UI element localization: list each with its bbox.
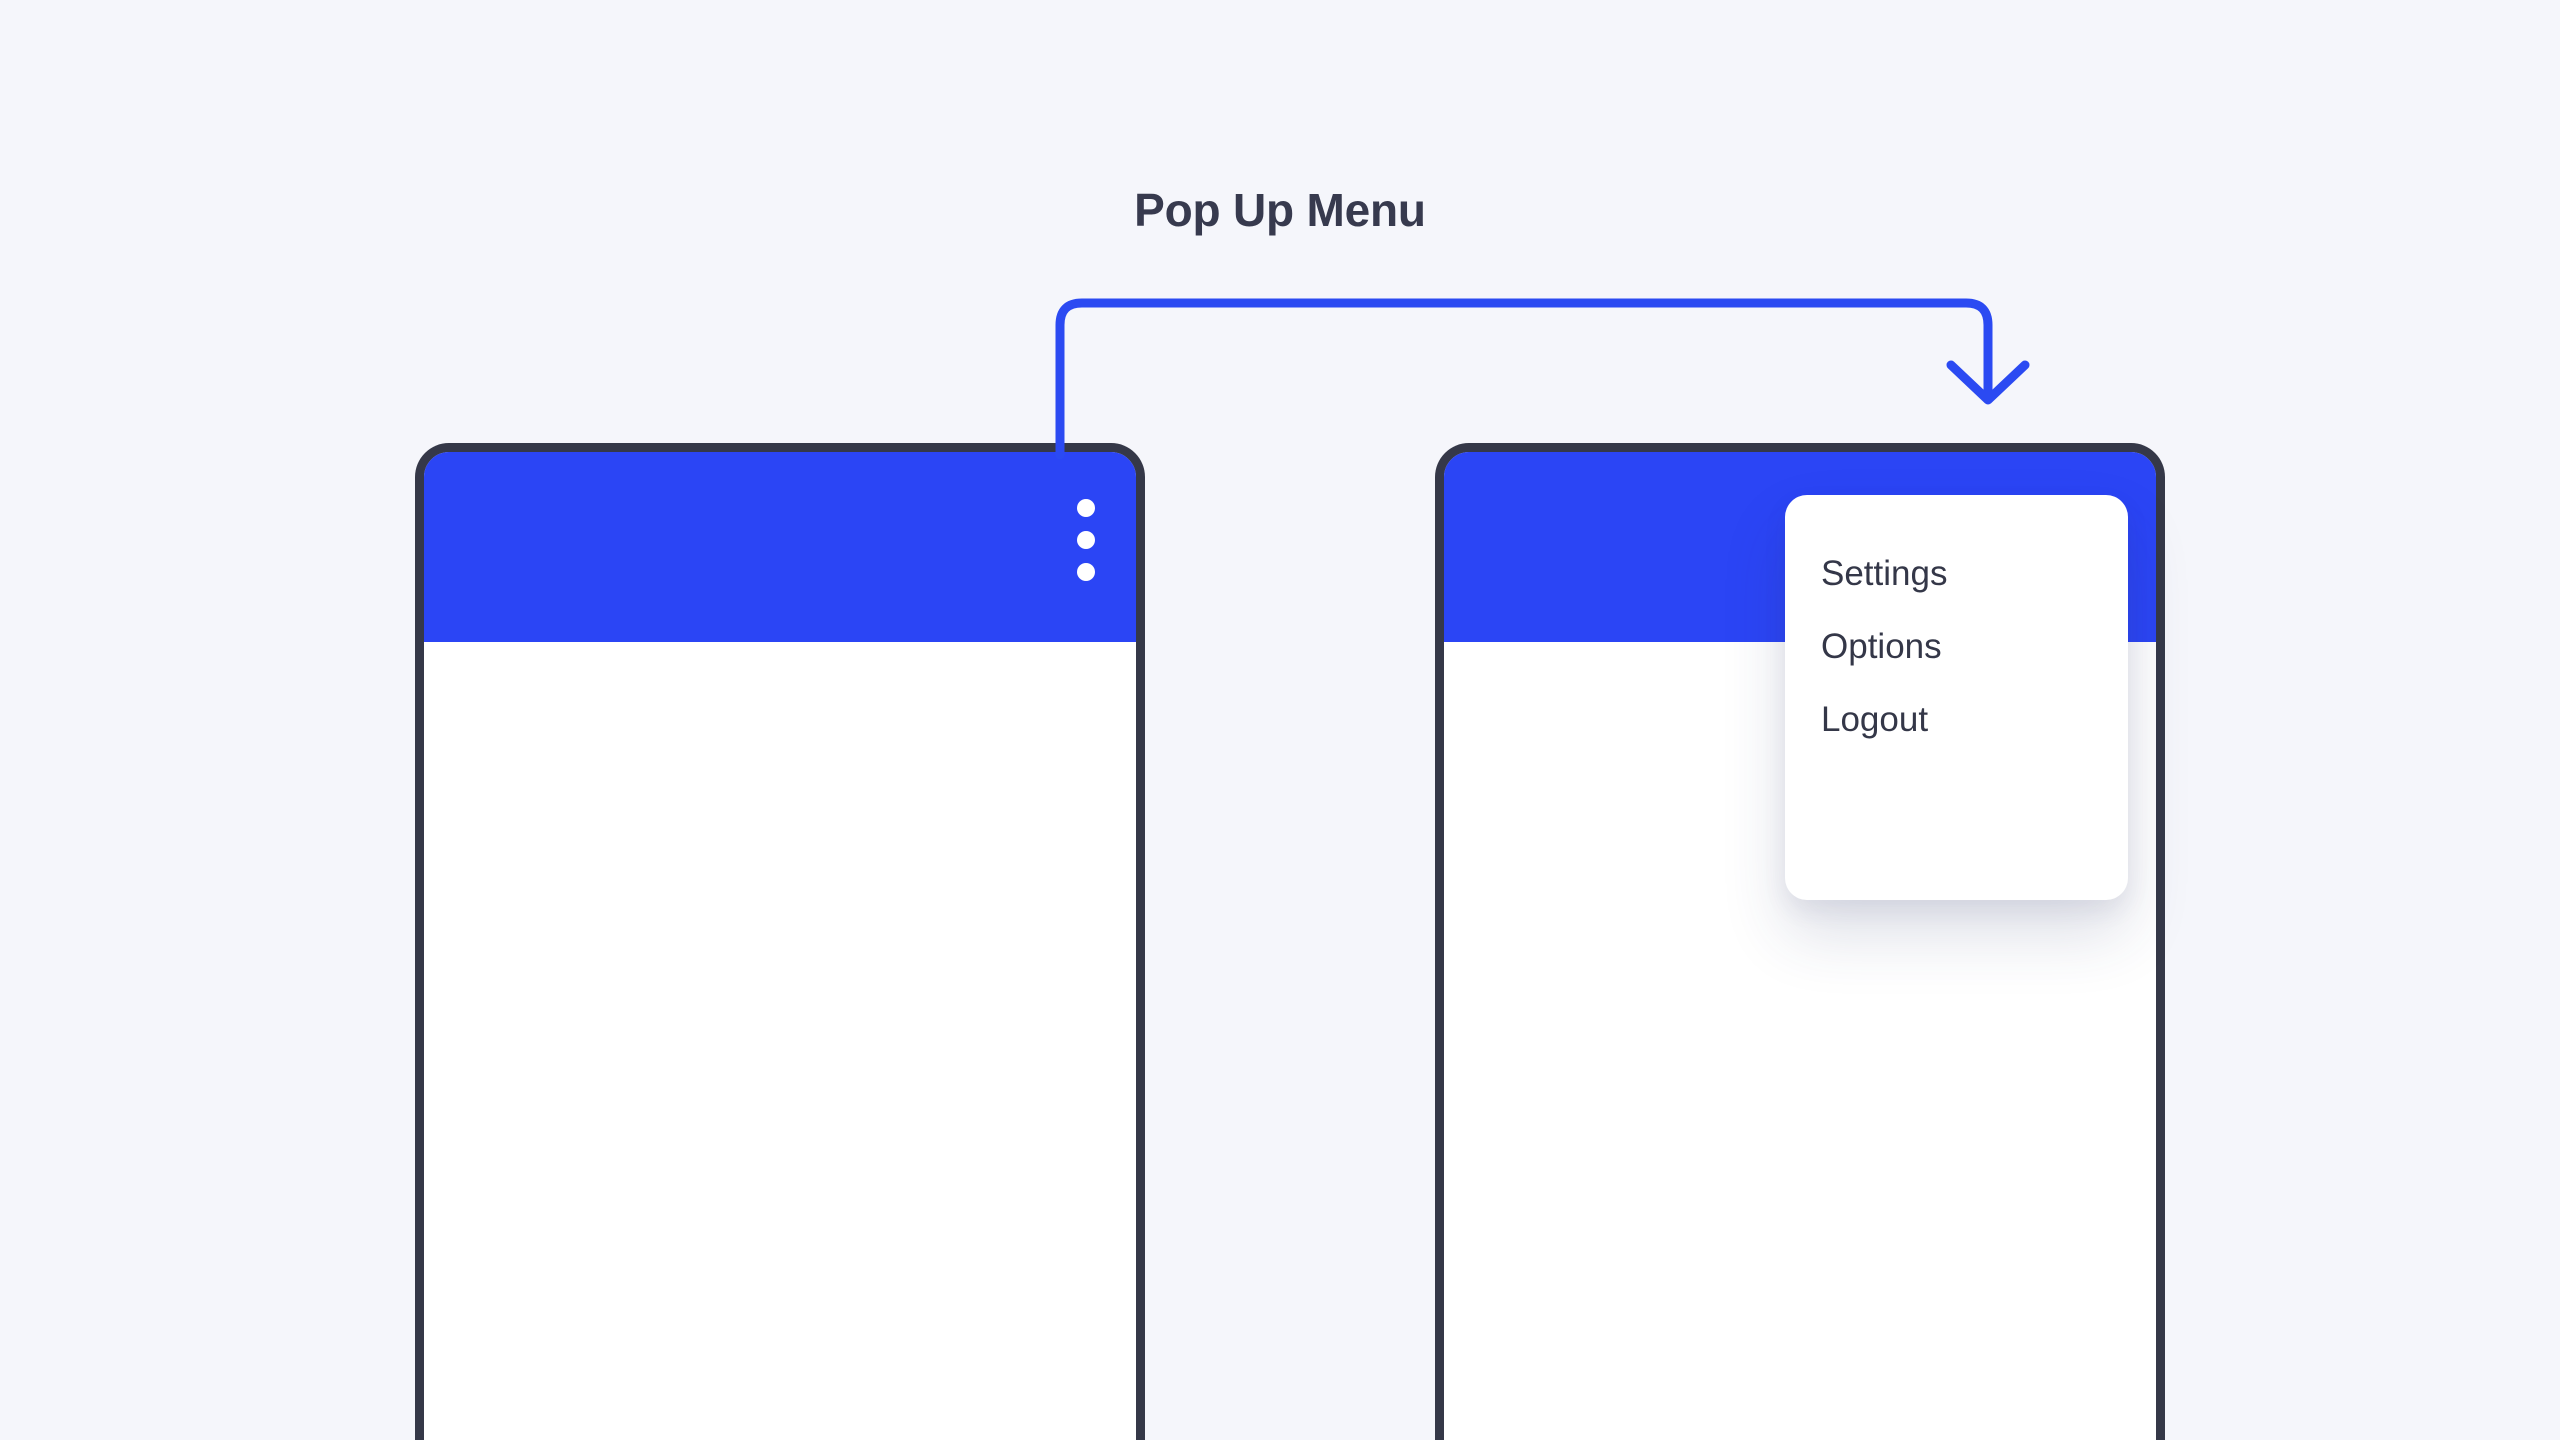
- phone-mockup-closed: [415, 443, 1145, 1440]
- popup-menu: Settings Options Logout: [1785, 495, 2128, 900]
- kebab-menu-icon[interactable]: [1077, 499, 1095, 581]
- phone-app-bar: [424, 452, 1136, 642]
- kebab-dot-3: [1077, 563, 1095, 581]
- arrow-path: [1055, 298, 1993, 460]
- menu-item-logout[interactable]: Logout: [1821, 700, 1929, 739]
- kebab-dot-2: [1077, 531, 1095, 549]
- menu-item-options[interactable]: Options: [1821, 627, 1942, 666]
- phone-content-area: [424, 642, 1136, 1440]
- arrow-head-icon: [1946, 360, 2030, 405]
- menu-item-settings[interactable]: Settings: [1821, 554, 1948, 593]
- page-title: Pop Up Menu: [1134, 184, 1426, 236]
- kebab-dot-1: [1077, 499, 1095, 517]
